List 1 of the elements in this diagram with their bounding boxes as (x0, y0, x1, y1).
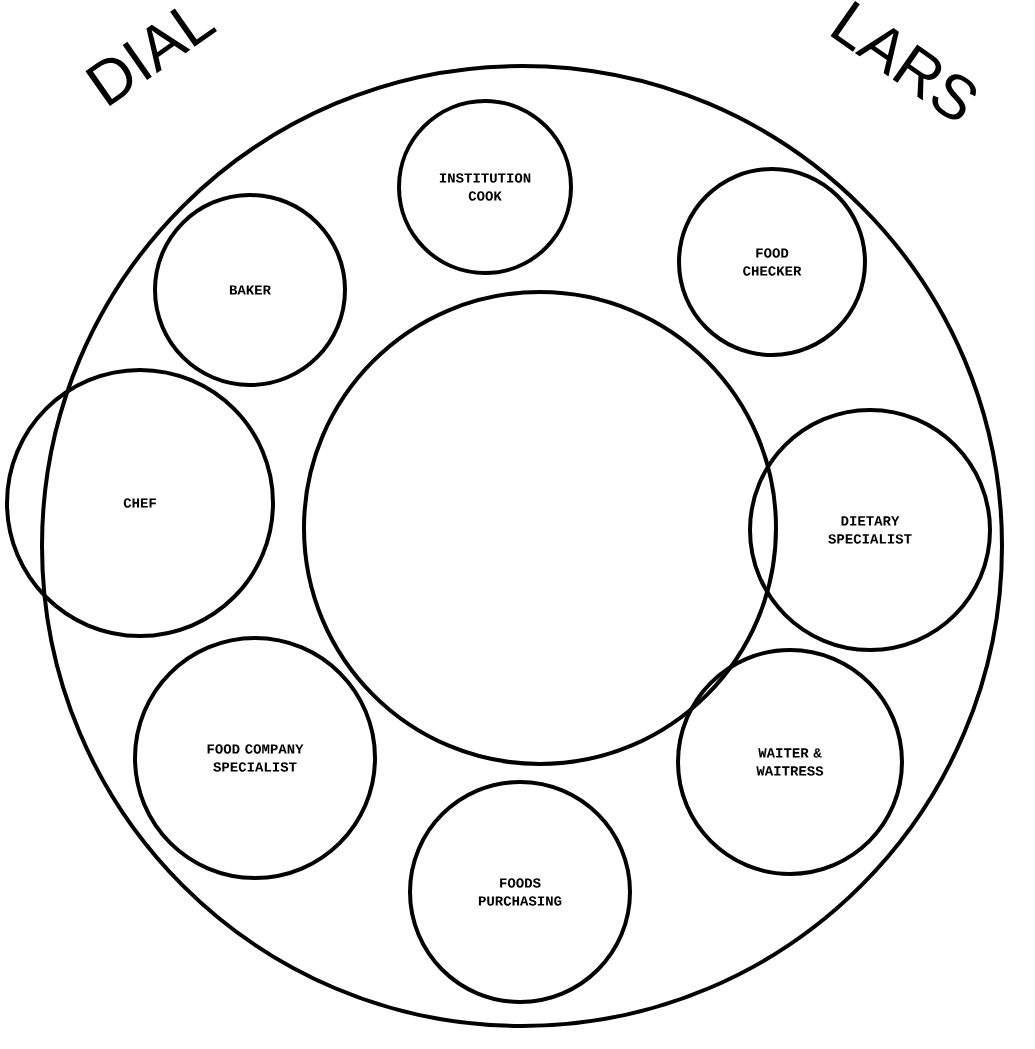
title-text: DIAL (85, 8, 217, 107)
